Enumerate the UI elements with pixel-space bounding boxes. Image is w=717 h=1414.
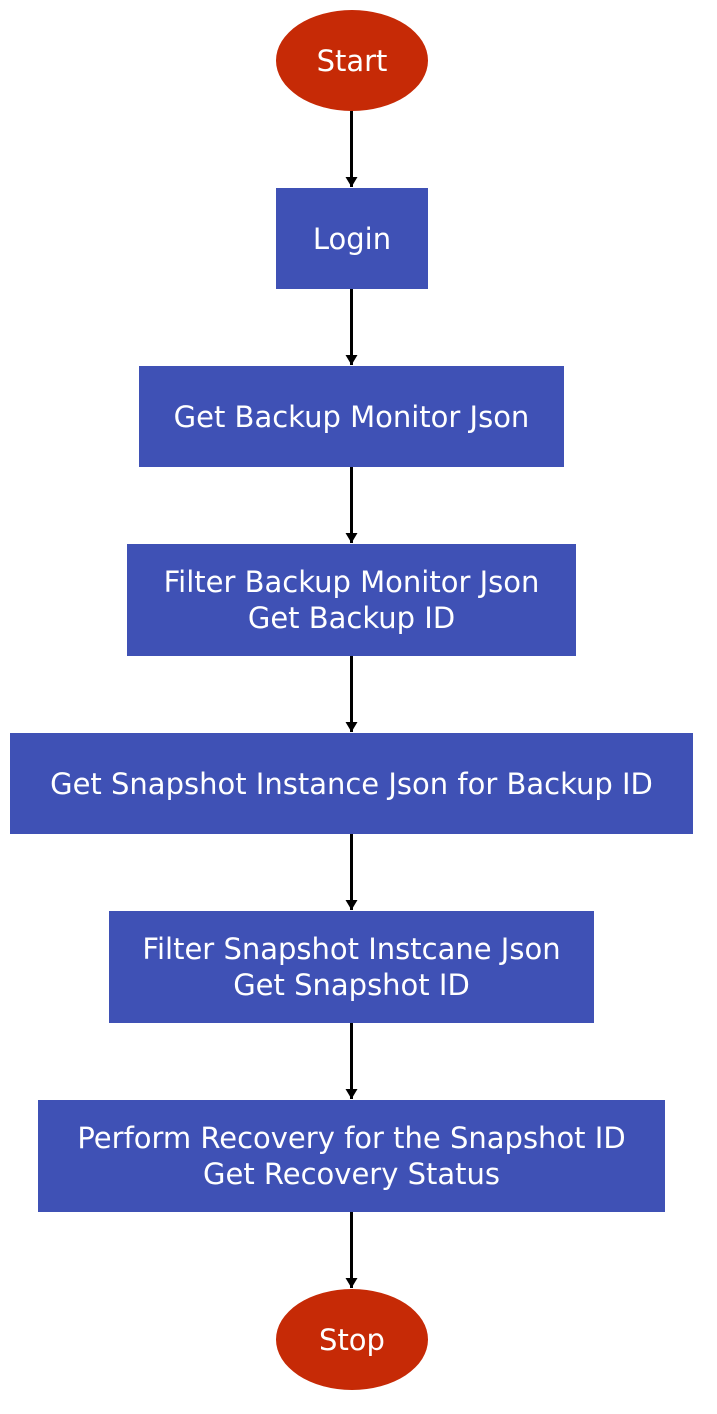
node-text-line: Login [312, 221, 392, 256]
node-text-line: Stop [319, 1322, 385, 1357]
perform-recovery-step: Perform Recovery for the Snapshot ID Get… [38, 1100, 665, 1212]
node-text-line: Get Snapshot ID [233, 968, 470, 1002]
stop-terminal: Stop [276, 1289, 428, 1390]
node-text-line: Get Backup ID [247, 601, 456, 635]
node-text-line: Get Recovery Status [203, 1157, 500, 1191]
node-text-line: Get Backup Monitor Json [173, 399, 530, 434]
login-step: Login [276, 188, 428, 289]
start-terminal: Start [276, 10, 428, 111]
node-text-line: Filter Snapshot Instcane Json [142, 932, 561, 966]
filter-snapshot-instance-json-step: Filter Snapshot Instcane Json Get Snapsh… [109, 911, 594, 1023]
get-backup-monitor-json-step: Get Backup Monitor Json [139, 366, 564, 467]
node-text-line: Perform Recovery for the Snapshot ID [77, 1121, 626, 1155]
node-text-line: Filter Backup Monitor Json [163, 565, 540, 599]
node-text-line: Get Snapshot Instance Json for Backup ID [50, 766, 653, 801]
node-text-line: Start [316, 43, 388, 78]
filter-backup-monitor-json-step: Filter Backup Monitor Json Get Backup ID [127, 544, 576, 656]
get-snapshot-instance-json-step: Get Snapshot Instance Json for Backup ID [10, 733, 693, 834]
